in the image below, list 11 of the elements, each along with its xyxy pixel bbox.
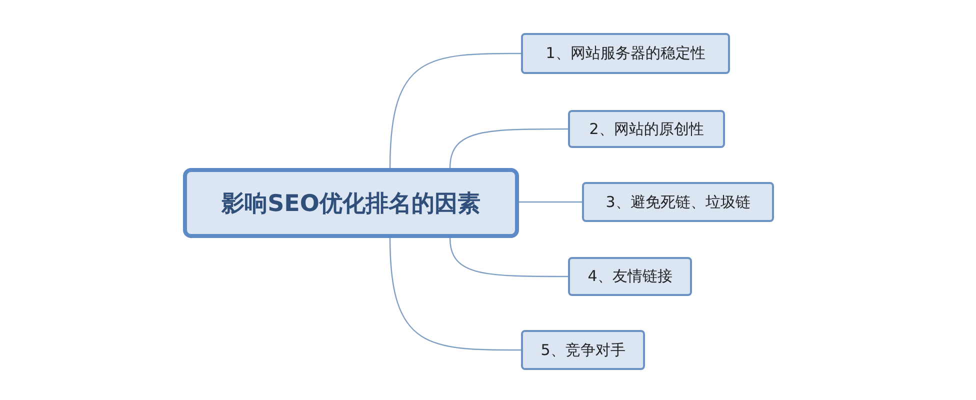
subtopic-box: 1、网站服务器的稳定性 bbox=[521, 33, 730, 74]
connector-line bbox=[519, 201, 582, 203]
connector-line bbox=[449, 238, 568, 278]
subtopic-box: 4、友情链接 bbox=[568, 257, 692, 296]
connector-line bbox=[389, 238, 521, 351]
subtopic-box: 5、竞争对手 bbox=[521, 330, 645, 370]
connector-line bbox=[389, 52, 521, 168]
subtopic-box: 2、网站的原创性 bbox=[568, 110, 725, 148]
connector-line bbox=[449, 128, 568, 168]
subtopic-box: 3、避免死链、垃圾链 bbox=[582, 182, 774, 222]
central-topic-box: 影响SEO优化排名的因素 bbox=[183, 168, 519, 238]
